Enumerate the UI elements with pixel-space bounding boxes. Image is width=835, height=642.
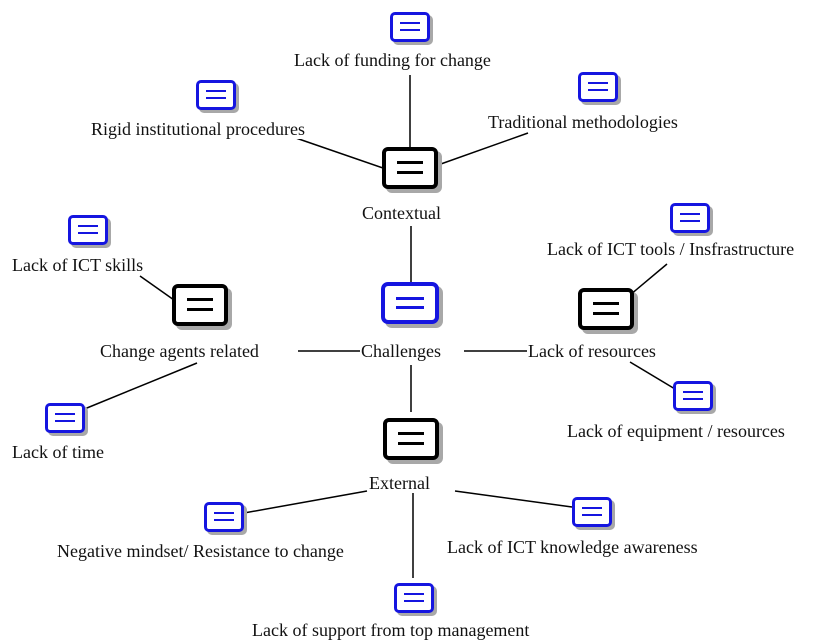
negative-note-icon[interactable] bbox=[204, 502, 244, 532]
ict-skills-label[interactable]: Lack of ICT skills bbox=[11, 255, 145, 275]
external-topic-icon[interactable] bbox=[383, 418, 439, 460]
agents-label[interactable]: Change agents related bbox=[99, 341, 260, 361]
external-label[interactable]: External bbox=[368, 473, 431, 493]
agents-topic-icon[interactable] bbox=[172, 284, 228, 326]
root-topic-icon[interactable] bbox=[381, 282, 439, 324]
support-label[interactable]: Lack of support from top management bbox=[251, 620, 531, 640]
edge-resources-equipment bbox=[629, 361, 676, 390]
time-note-icon[interactable] bbox=[45, 403, 85, 433]
negative-label[interactable]: Negative mindset/ Resistance to change bbox=[56, 541, 345, 561]
knowledge-note-icon[interactable] bbox=[572, 497, 612, 527]
ict-skills-note-icon[interactable] bbox=[68, 215, 108, 245]
edge-contextual-rigid bbox=[292, 136, 384, 169]
funding-label[interactable]: Lack of funding for change bbox=[293, 50, 492, 70]
rigid-note-icon[interactable] bbox=[196, 80, 236, 110]
edge-resources-tools bbox=[629, 263, 668, 296]
funding-note-icon[interactable] bbox=[390, 12, 430, 42]
ict-tools-label[interactable]: Lack of ICT tools / Insfrastructure bbox=[546, 239, 796, 259]
traditional-label[interactable]: Traditional methodologies bbox=[487, 112, 679, 132]
resources-topic-icon[interactable] bbox=[578, 288, 634, 330]
edge-external-negative bbox=[243, 490, 368, 514]
equipment-note-icon[interactable] bbox=[673, 381, 713, 411]
edge-agents-ict-skills bbox=[139, 275, 175, 301]
equipment-label[interactable]: Lack of equipment / resources bbox=[566, 421, 786, 441]
root-label[interactable]: Challenges bbox=[360, 341, 442, 361]
traditional-note-icon[interactable] bbox=[578, 72, 618, 102]
contextual-label[interactable]: Contextual bbox=[361, 203, 442, 223]
support-note-icon[interactable] bbox=[394, 583, 434, 613]
contextual-topic-icon[interactable] bbox=[382, 147, 438, 189]
edge-external-knowledge bbox=[454, 490, 573, 508]
rigid-label[interactable]: Rigid institutional procedures bbox=[90, 119, 306, 139]
edge-contextual-traditional bbox=[437, 132, 529, 166]
resources-label[interactable]: Lack of resources bbox=[527, 341, 657, 361]
edge-agents-time bbox=[81, 362, 198, 411]
ict-tools-note-icon[interactable] bbox=[670, 203, 710, 233]
knowledge-label[interactable]: Lack of ICT knowledge awareness bbox=[446, 537, 699, 557]
time-label[interactable]: Lack of time bbox=[11, 442, 105, 462]
